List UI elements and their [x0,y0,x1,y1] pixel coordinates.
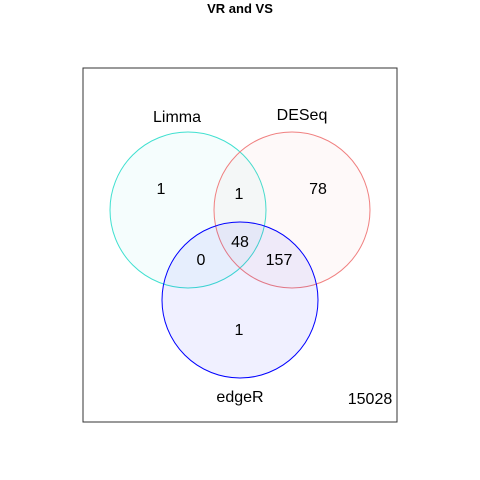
region-count-deseq-edger: 157 [266,252,293,269]
region-count-all-three: 48 [231,234,249,251]
edger-circle [161,221,319,379]
universe-frame [82,67,398,423]
region-count-limma-edger: 0 [197,252,206,269]
diagram-title: VR and VS [207,1,273,16]
region-count-edger-only: 1 [235,322,244,339]
region-count-limma-only: 1 [157,181,166,198]
deseq-circle [213,131,371,289]
region-count-none: 15028 [348,391,393,408]
set-label-limma: Limma [153,109,201,126]
region-count-deseq-only: 78 [309,181,327,198]
limma-circle [109,131,267,289]
set-label-deseq: DESeq [277,107,328,124]
set-label-edger: edgeR [216,389,263,406]
region-count-limma-deseq: 1 [235,186,244,203]
